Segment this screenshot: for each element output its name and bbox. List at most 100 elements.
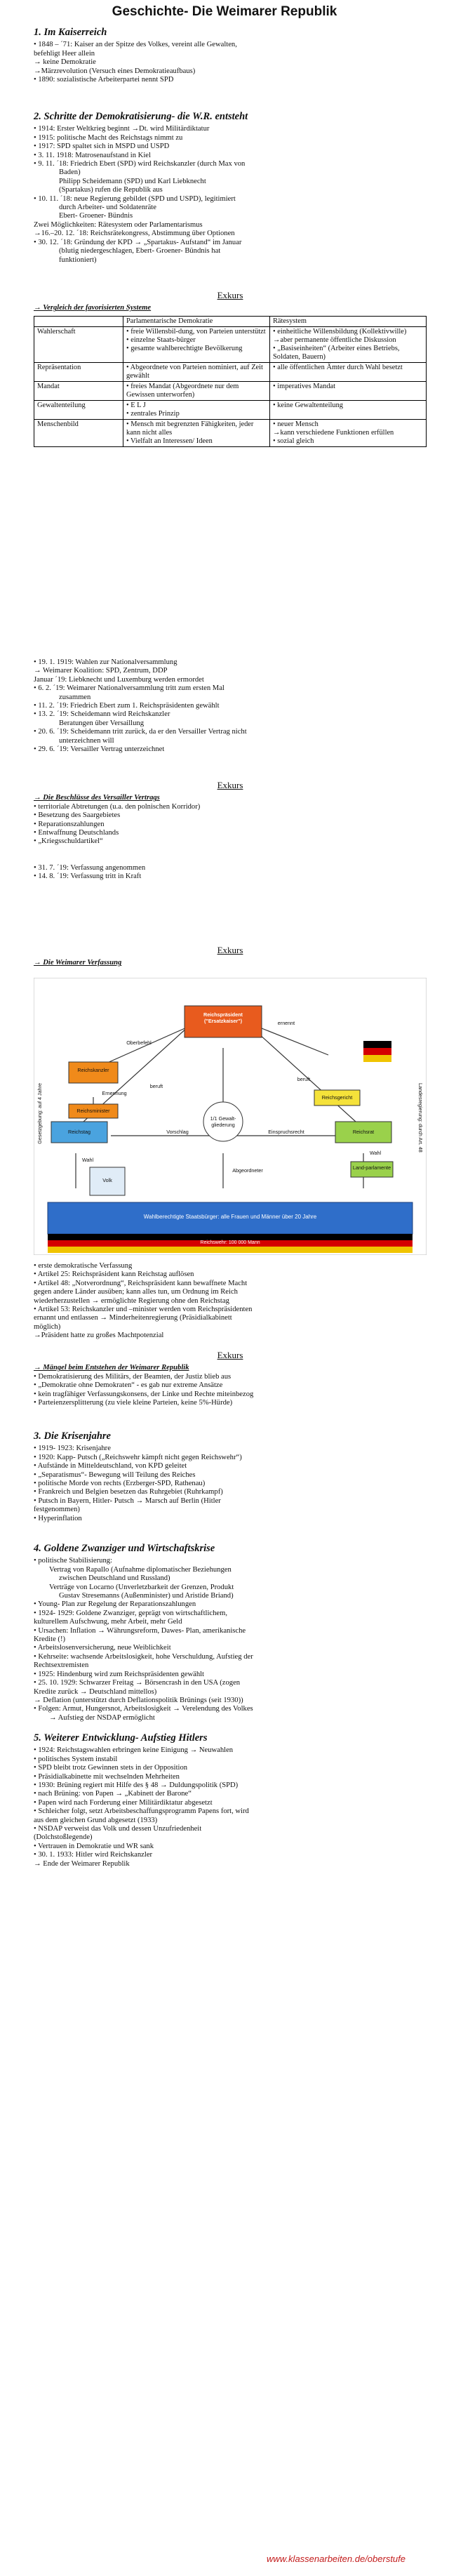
exkurs-heading: Exkurs xyxy=(217,290,243,300)
table-cell: • freies Mandat (Abgeordnete nur dem Gew… xyxy=(123,380,270,401)
text-line: • politische Stabilisierung: xyxy=(34,1557,112,1565)
text-line: festgenommen) xyxy=(34,1506,80,1514)
table-row: Wahlerschaft• freie Willensbil-dung, von… xyxy=(34,326,427,363)
text-line: →Märzrevolution (Versuch eines Demokrati… xyxy=(34,67,196,75)
laenderparlamente-label: Land-parlamente xyxy=(352,1164,391,1171)
text-line: befehligt Heer allein xyxy=(34,49,95,58)
flag-gold xyxy=(363,1055,391,1062)
text-line: gegen andere Länder ausüben; kann alles … xyxy=(34,1288,238,1296)
table-cell: Menschenbild xyxy=(34,418,123,447)
exkurs-verfassung-notes: • erste demokratische Verfassung• Artike… xyxy=(34,1262,427,1341)
text-line: • kein tragfähiger Verfassungskonsens, d… xyxy=(34,1390,254,1398)
text-line: • 1924- 1929: Goldene Zwanziger, geprägt… xyxy=(34,1609,227,1617)
reichsrat-box xyxy=(335,1121,392,1143)
side-right-label: Landesregierung: durch Art. 48 xyxy=(417,1083,424,1153)
link-label-wahl-2: Wahl xyxy=(369,1150,382,1156)
text-line: • 1848 – ´71: Kaiser an der Spitze des V… xyxy=(34,41,237,49)
exkurs-versailles: Exkurs → Die Beschlüsse des Versailler V… xyxy=(34,781,427,881)
table-cell: Gewaltenteilung xyxy=(34,399,123,420)
reichstag-label: Reichstag xyxy=(68,1129,91,1135)
section-lines: • 19. 1. 1919: Wahlen zur Nationalversam… xyxy=(34,658,427,754)
text-line: →Präsident hatte zu großes Machtpotenzia… xyxy=(34,1332,164,1340)
text-line: zwischen Deutschland und Russland) xyxy=(59,1574,170,1583)
section-goldene-zwanziger: 4. Goldene Zwanziger und Wirtschaftskris… xyxy=(34,1543,427,1722)
parties-box xyxy=(89,1167,126,1196)
ministers-label: Reichsminister xyxy=(76,1108,110,1114)
arrow-president-flag xyxy=(257,1026,329,1056)
constitution-diagram: Reichspräsident ("Ersatzkaiser") Reichsk… xyxy=(33,977,427,1256)
text-line: • politisches System instabil xyxy=(34,1755,118,1763)
table-row: Mandat• freies Mandat (Abgeordnete nur d… xyxy=(34,380,427,401)
text-line: • Schleicher folgt, setzt Arbeitsbeschaf… xyxy=(34,1807,249,1816)
table-cell: • einheitliche Willensbildung (Kollektiv… xyxy=(269,326,427,363)
text-line: • Demokratisierung des Militärs, der Bea… xyxy=(34,1372,232,1381)
text-line: zusammen xyxy=(59,693,91,701)
text-line: • 1924: Reichstagswahlen erbringen keine… xyxy=(34,1746,234,1755)
text-line: • 6. 2. ´19: Weimarer Nationalversammlun… xyxy=(34,684,224,693)
exkurs-heading: Exkurs xyxy=(217,780,243,790)
text-line: • „Demokratie ohne Demokraten“ - es gab … xyxy=(34,1381,223,1390)
text-line: • Parteienzersplitterung (zu viele klein… xyxy=(34,1399,233,1407)
text-line: • Aufstände in Mitteldeutschland, von KP… xyxy=(34,1462,187,1470)
text-line: • 31. 7. ´19: Verfassung angenommen xyxy=(34,863,146,872)
table-cell: • Abgeordnete von Parteien nominiert, au… xyxy=(123,361,270,382)
section-kaiserreich: 1. Im Kaiserreich • 1848 – ´71: Kaiser a… xyxy=(34,27,427,84)
text-line: • Hyperinflation xyxy=(34,1514,82,1522)
text-line: • 30. 12. ´18: Gründung der KPD → „Spart… xyxy=(34,238,242,246)
chancellor-box xyxy=(68,1061,119,1084)
side-left-label: Gesetzgebung: auf 4 Jahre xyxy=(36,1083,43,1144)
text-line: • 1925: Hindenburg wird zum Reichspräsid… xyxy=(34,1670,204,1678)
text-line: • Papen wird nach Forderung einer Militä… xyxy=(34,1798,213,1807)
reichswehr-label: Reichswehr: 100 000 Mann xyxy=(200,1240,260,1245)
link-label-einspruch: Einspruchsrecht xyxy=(268,1129,304,1135)
section-demokratisierung: 2. Schritte der Demokratisierung- die W.… xyxy=(34,112,427,265)
flag-red xyxy=(363,1048,391,1055)
text-line: • 19. 1. 1919: Wahlen zur Nationalversam… xyxy=(34,658,177,666)
reichstag-box xyxy=(51,1121,108,1143)
section-lines: • 1914: Erster Weltkrieg beginnt →Dt. wi… xyxy=(34,125,427,265)
text-line: → Weimarer Koalition: SPD, Zentrum, DDP xyxy=(34,667,168,675)
text-line: durch Arbeiter- und Soldatenräte xyxy=(59,204,156,212)
exkurs-subtitle: → Die Weimarer Verfassung xyxy=(34,959,122,967)
link-label-ernennung: Ernennung xyxy=(102,1090,127,1096)
text-line: • 14. 8. ´19: Verfassung tritt in Kraft xyxy=(34,872,142,881)
link-label-beruft-2: beruft xyxy=(297,1076,311,1082)
text-line: → keine Demokratie xyxy=(34,58,96,67)
watermark-link[interactable]: www.klassenarbeiten.de/oberstufe xyxy=(267,2554,406,2564)
text-line: • Besetzung des Saargebietes xyxy=(34,811,121,820)
text-line: • 30. 1. 1933: Hitler wird Reichskanzler xyxy=(34,1851,153,1859)
section-lines: • 1919- 1923: Krisenjahre• 1920: Kapp- P… xyxy=(34,1445,427,1523)
text-line: • nach Brüning: von Papen → „Kabinett de… xyxy=(34,1790,192,1798)
text-line: • Artikel 53: Reichskanzler und –ministe… xyxy=(34,1306,253,1314)
text-line: Baden) xyxy=(59,168,81,177)
exkurs-heading: Exkurs xyxy=(217,1350,243,1360)
text-line xyxy=(34,847,427,855)
table-cell: Mandat xyxy=(34,380,123,401)
text-line: → Deflation (unterstützt durch Deflation… xyxy=(34,1696,243,1704)
table-cell: • freie Willensbil-dung, von Parteien un… xyxy=(123,326,270,363)
text-line: • 11. 2. ´19: Friedrich Ebert zum 1. Rei… xyxy=(34,702,220,710)
text-line: • 1914: Erster Weltkrieg beginnt →Dt. wi… xyxy=(34,125,210,133)
exkurs-verfassung-header: Exkurs → Die Weimarer Verfassung xyxy=(34,945,427,968)
section-lines: • politische Stabilisierung:Vertrag von … xyxy=(34,1557,427,1722)
text-line: • Entwaffnung Deutschlands xyxy=(34,829,119,837)
reichsgericht-label: Reichsgericht xyxy=(321,1094,353,1101)
text-line: • NSDAP verweist das Volk und dessen Unz… xyxy=(34,1825,202,1833)
table-header-cell: Parlamentarische Demokratie xyxy=(123,315,270,327)
text-line: • 20. 6. ´19: Scheidemann tritt zurück, … xyxy=(34,728,247,736)
table-cell: Wahlerschaft xyxy=(34,326,123,363)
table-cell: • imperatives Mandat xyxy=(269,380,427,401)
table-cell: • neuer Mensch →kann verschiedene Funkti… xyxy=(269,418,427,447)
voters-band xyxy=(47,1202,413,1235)
exkurs-systeme: Exkurs → Vergleich der favorisierten Sys… xyxy=(34,291,427,447)
center-circle xyxy=(203,1101,243,1142)
table-cell: • E L J • zentrales Prinzip xyxy=(123,399,270,420)
center-label: 1/1 Gewalt-gliederung xyxy=(210,1115,236,1128)
arrow-president-reichsrat xyxy=(250,1026,364,1129)
text-line: funktioniert) xyxy=(59,255,97,264)
text-line: • „Separatismus“- Bewegung will Teilung … xyxy=(34,1470,196,1479)
text-line: • 1917: SPD spaltet sich in MSPD und USP… xyxy=(34,142,170,151)
text-line: • Arbeitslosenversicherung, neue Weiblic… xyxy=(34,1644,171,1652)
chancellor-label: Reichskanzler xyxy=(77,1067,109,1073)
